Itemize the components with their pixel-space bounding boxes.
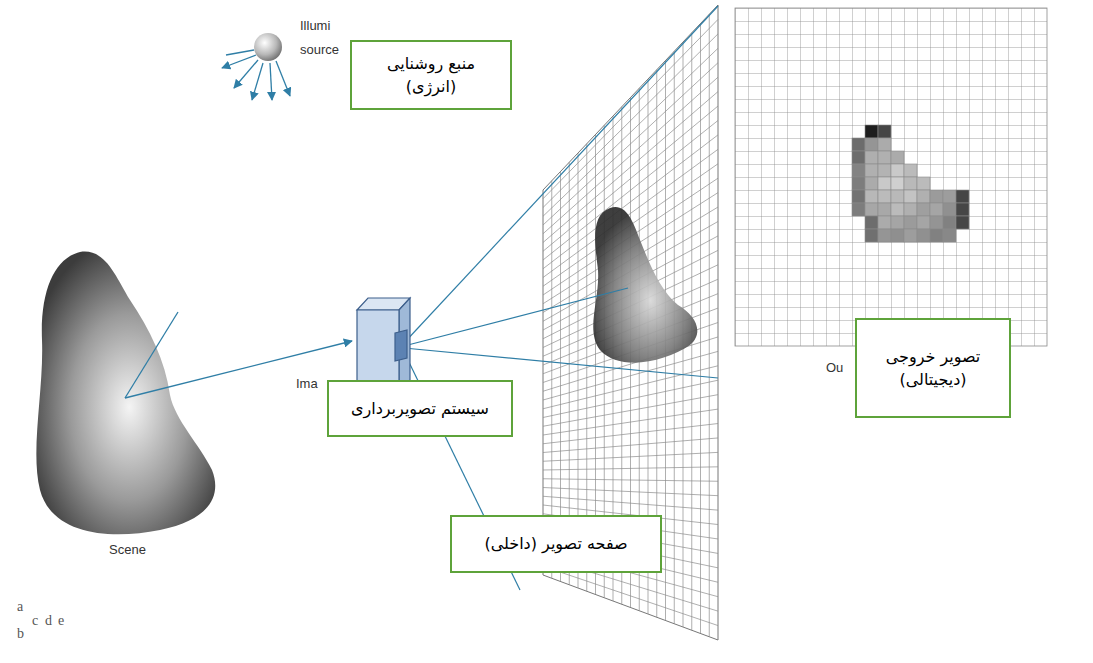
figure-letter: a [17,600,23,614]
pixel [943,203,956,216]
scene-rays [125,312,352,398]
part-label: Scene [109,543,146,556]
grid-line [543,479,718,482]
grid-line [543,438,718,453]
grid-line [543,409,718,435]
imaging-system [357,298,410,392]
pixel [891,229,904,242]
pixel [878,229,891,242]
pixel [917,216,930,229]
pixel [865,164,878,177]
pixel [878,125,891,138]
part-label: Illumi [300,19,330,32]
pixel [891,151,904,164]
pixel [891,164,904,177]
pixel [865,151,878,164]
callout-text: سیستم تصویربرداری [351,397,489,420]
callout-box: منبع روشنایی (انرژی) [350,40,512,110]
pixel [930,203,943,216]
callout-box: سیستم تصویربرداری [327,380,513,437]
pixel [878,164,891,177]
part-label: Ima [296,377,318,390]
pixel [891,216,904,229]
figure-letter: e [58,614,64,628]
pixel [878,138,891,151]
grid-line [543,366,718,409]
pixel [904,216,917,229]
grid-line [543,488,718,496]
pixel [865,203,878,216]
callout-text: تصویر خروجی (دیجیتالی) [867,345,999,391]
pixel [904,177,917,190]
pixel [917,229,930,242]
pixel [917,177,930,190]
pixel [865,216,878,229]
grid-line [543,34,718,208]
pixel [878,177,891,190]
pixel [943,190,956,203]
figure-letter: d [45,614,52,628]
pixel [904,164,917,177]
pixel [852,203,865,216]
pixel [865,229,878,242]
pixel [943,229,956,242]
grid-line [543,424,718,444]
pixel [878,203,891,216]
part-label: source [300,43,339,56]
pixel [917,190,930,203]
part-label: Ou [826,361,843,374]
pixel [865,177,878,190]
pixel [852,177,865,190]
figure-letter: c [32,614,38,628]
light-sphere [254,33,282,61]
grid-line [543,48,718,216]
pixel [891,203,904,216]
pixel [878,190,891,203]
pixel [852,138,865,151]
grid-line [543,63,718,225]
scene-object [36,252,215,535]
output-pixels [852,125,969,242]
pixel [943,216,956,229]
pixel [865,190,878,203]
figure-letter: b [17,627,24,641]
pixel [930,216,943,229]
pixel [930,190,943,203]
grid-line [543,380,718,417]
pixel [865,125,878,138]
pixel [852,151,865,164]
grid-line [543,19,718,198]
callout-box: تصویر خروجی (دیجیتالی) [855,318,1011,418]
pixel [878,151,891,164]
pixel [917,203,930,216]
pixel [956,216,969,229]
pixel [891,177,904,190]
grid-line [543,467,718,470]
callout-box: صفحه تصویر (داخلی) [450,515,662,573]
pixel [891,190,904,203]
callout-text: صفحه تصویر (داخلی) [484,532,627,555]
pixel [852,164,865,177]
pixel [904,203,917,216]
pixel [904,229,917,242]
light-rays [222,50,290,100]
pixel [878,216,891,229]
pixel [930,229,943,242]
pixel [865,138,878,151]
projected-object [593,207,697,363]
pixel [956,190,969,203]
output-grid [735,8,1047,346]
pixel [956,203,969,216]
grid-line [543,452,718,461]
grid-line [543,566,718,625]
pixel [852,190,865,203]
pixel [904,190,917,203]
callout-text: منبع روشنایی (انرژی) [362,52,500,98]
grid-line [543,395,718,427]
